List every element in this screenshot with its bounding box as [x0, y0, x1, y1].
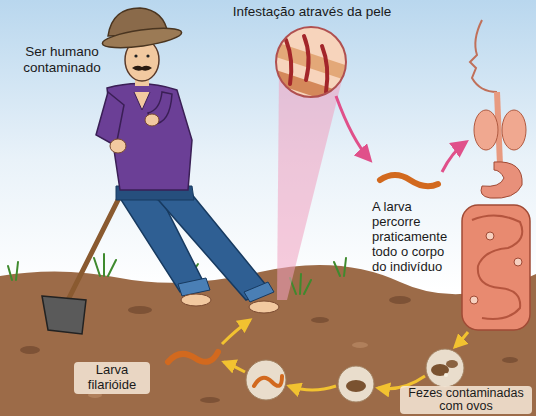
- farmer-part: [107, 83, 192, 190]
- skin-lens-part: [270, 20, 360, 112]
- migration-arrows-part: [336, 96, 370, 160]
- larva: [380, 175, 438, 186]
- soil-part: [0, 265, 536, 416]
- cycle-arrows-part: [289, 386, 336, 390]
- feces-stages-part: [346, 380, 366, 392]
- digestive-system-part: [486, 232, 494, 240]
- feces-stages-part: [426, 349, 464, 387]
- farmer-part: [132, 66, 152, 71]
- soil-part: [200, 397, 220, 403]
- cycle-arrows-part: [455, 332, 468, 347]
- infection-cone: [277, 72, 344, 300]
- digestive-system: [462, 20, 530, 330]
- skin-lens-part: [270, 20, 360, 110]
- farmer-part: [42, 296, 86, 334]
- feces-stages-part: [338, 366, 374, 402]
- skin-lens-part: [276, 27, 346, 97]
- soil-part: [502, 357, 518, 363]
- digestive-system-part: [514, 258, 522, 266]
- digestive-system-part: [481, 162, 522, 198]
- digestive-system-part: [462, 205, 530, 330]
- callout-label: Infestação através da pele: [222, 4, 402, 20]
- farmer-part: [181, 294, 211, 306]
- farmer-part: [178, 278, 210, 296]
- grass-part: [334, 258, 346, 276]
- skin-lens: [270, 20, 360, 112]
- farmer-part: [154, 192, 270, 300]
- soil-part: [128, 306, 152, 314]
- farmer-part: [249, 301, 279, 313]
- farmer-part: [96, 92, 124, 146]
- farmer-part: [110, 139, 126, 153]
- migration-arrows-part: [442, 142, 466, 172]
- skin-lens-part: [304, 36, 309, 80]
- skin-lens-part: [270, 68, 360, 112]
- farmer-part: [145, 114, 159, 126]
- filariform-larva-part: [168, 352, 218, 362]
- cycle-arrows-part: [224, 362, 245, 372]
- farmer-part: [244, 282, 274, 302]
- skin-lens-part: [286, 40, 291, 84]
- feces-stages-part: [431, 364, 449, 376]
- soil-part: [352, 342, 368, 348]
- soil: [0, 265, 536, 416]
- farmer-part: [134, 54, 137, 57]
- larva-part: [380, 175, 438, 186]
- grass-part: [8, 262, 18, 280]
- grass-part: [290, 274, 311, 294]
- digestive-system-part: [470, 20, 497, 92]
- digestive-system-part: [472, 215, 522, 318]
- feces-stages-part: [444, 373, 448, 377]
- farmer-part: [101, 25, 182, 52]
- digestive-system-part: [470, 296, 478, 304]
- callout-label: Ser humano contaminado: [22, 44, 102, 75]
- soil-part: [311, 317, 329, 323]
- farmer-part: [146, 54, 149, 57]
- grass-part: [94, 254, 116, 276]
- sky: [0, 0, 536, 290]
- skin-lens-part: [322, 46, 327, 92]
- digestive-system-part: [502, 110, 526, 150]
- callout-label: Fezes contaminadas com ovos: [400, 386, 532, 414]
- filariform-larva: [168, 352, 218, 362]
- migration-arrows: [336, 96, 466, 172]
- callout-label: A larva percorre praticamente todo o cor…: [372, 200, 462, 275]
- soil-part: [20, 346, 40, 354]
- feces-stages-part: [446, 360, 458, 368]
- callout-label: Larva filarióide: [74, 362, 150, 394]
- digestive-system-part: [474, 110, 498, 150]
- farmer-part: [134, 92, 150, 110]
- feces-stages-part: [254, 376, 282, 386]
- cycle-arrows-part: [222, 320, 250, 344]
- infection-cone-part: [277, 72, 344, 300]
- soil-part: [389, 296, 411, 304]
- feces-stages-part: [246, 360, 286, 400]
- sky-part: [0, 0, 536, 290]
